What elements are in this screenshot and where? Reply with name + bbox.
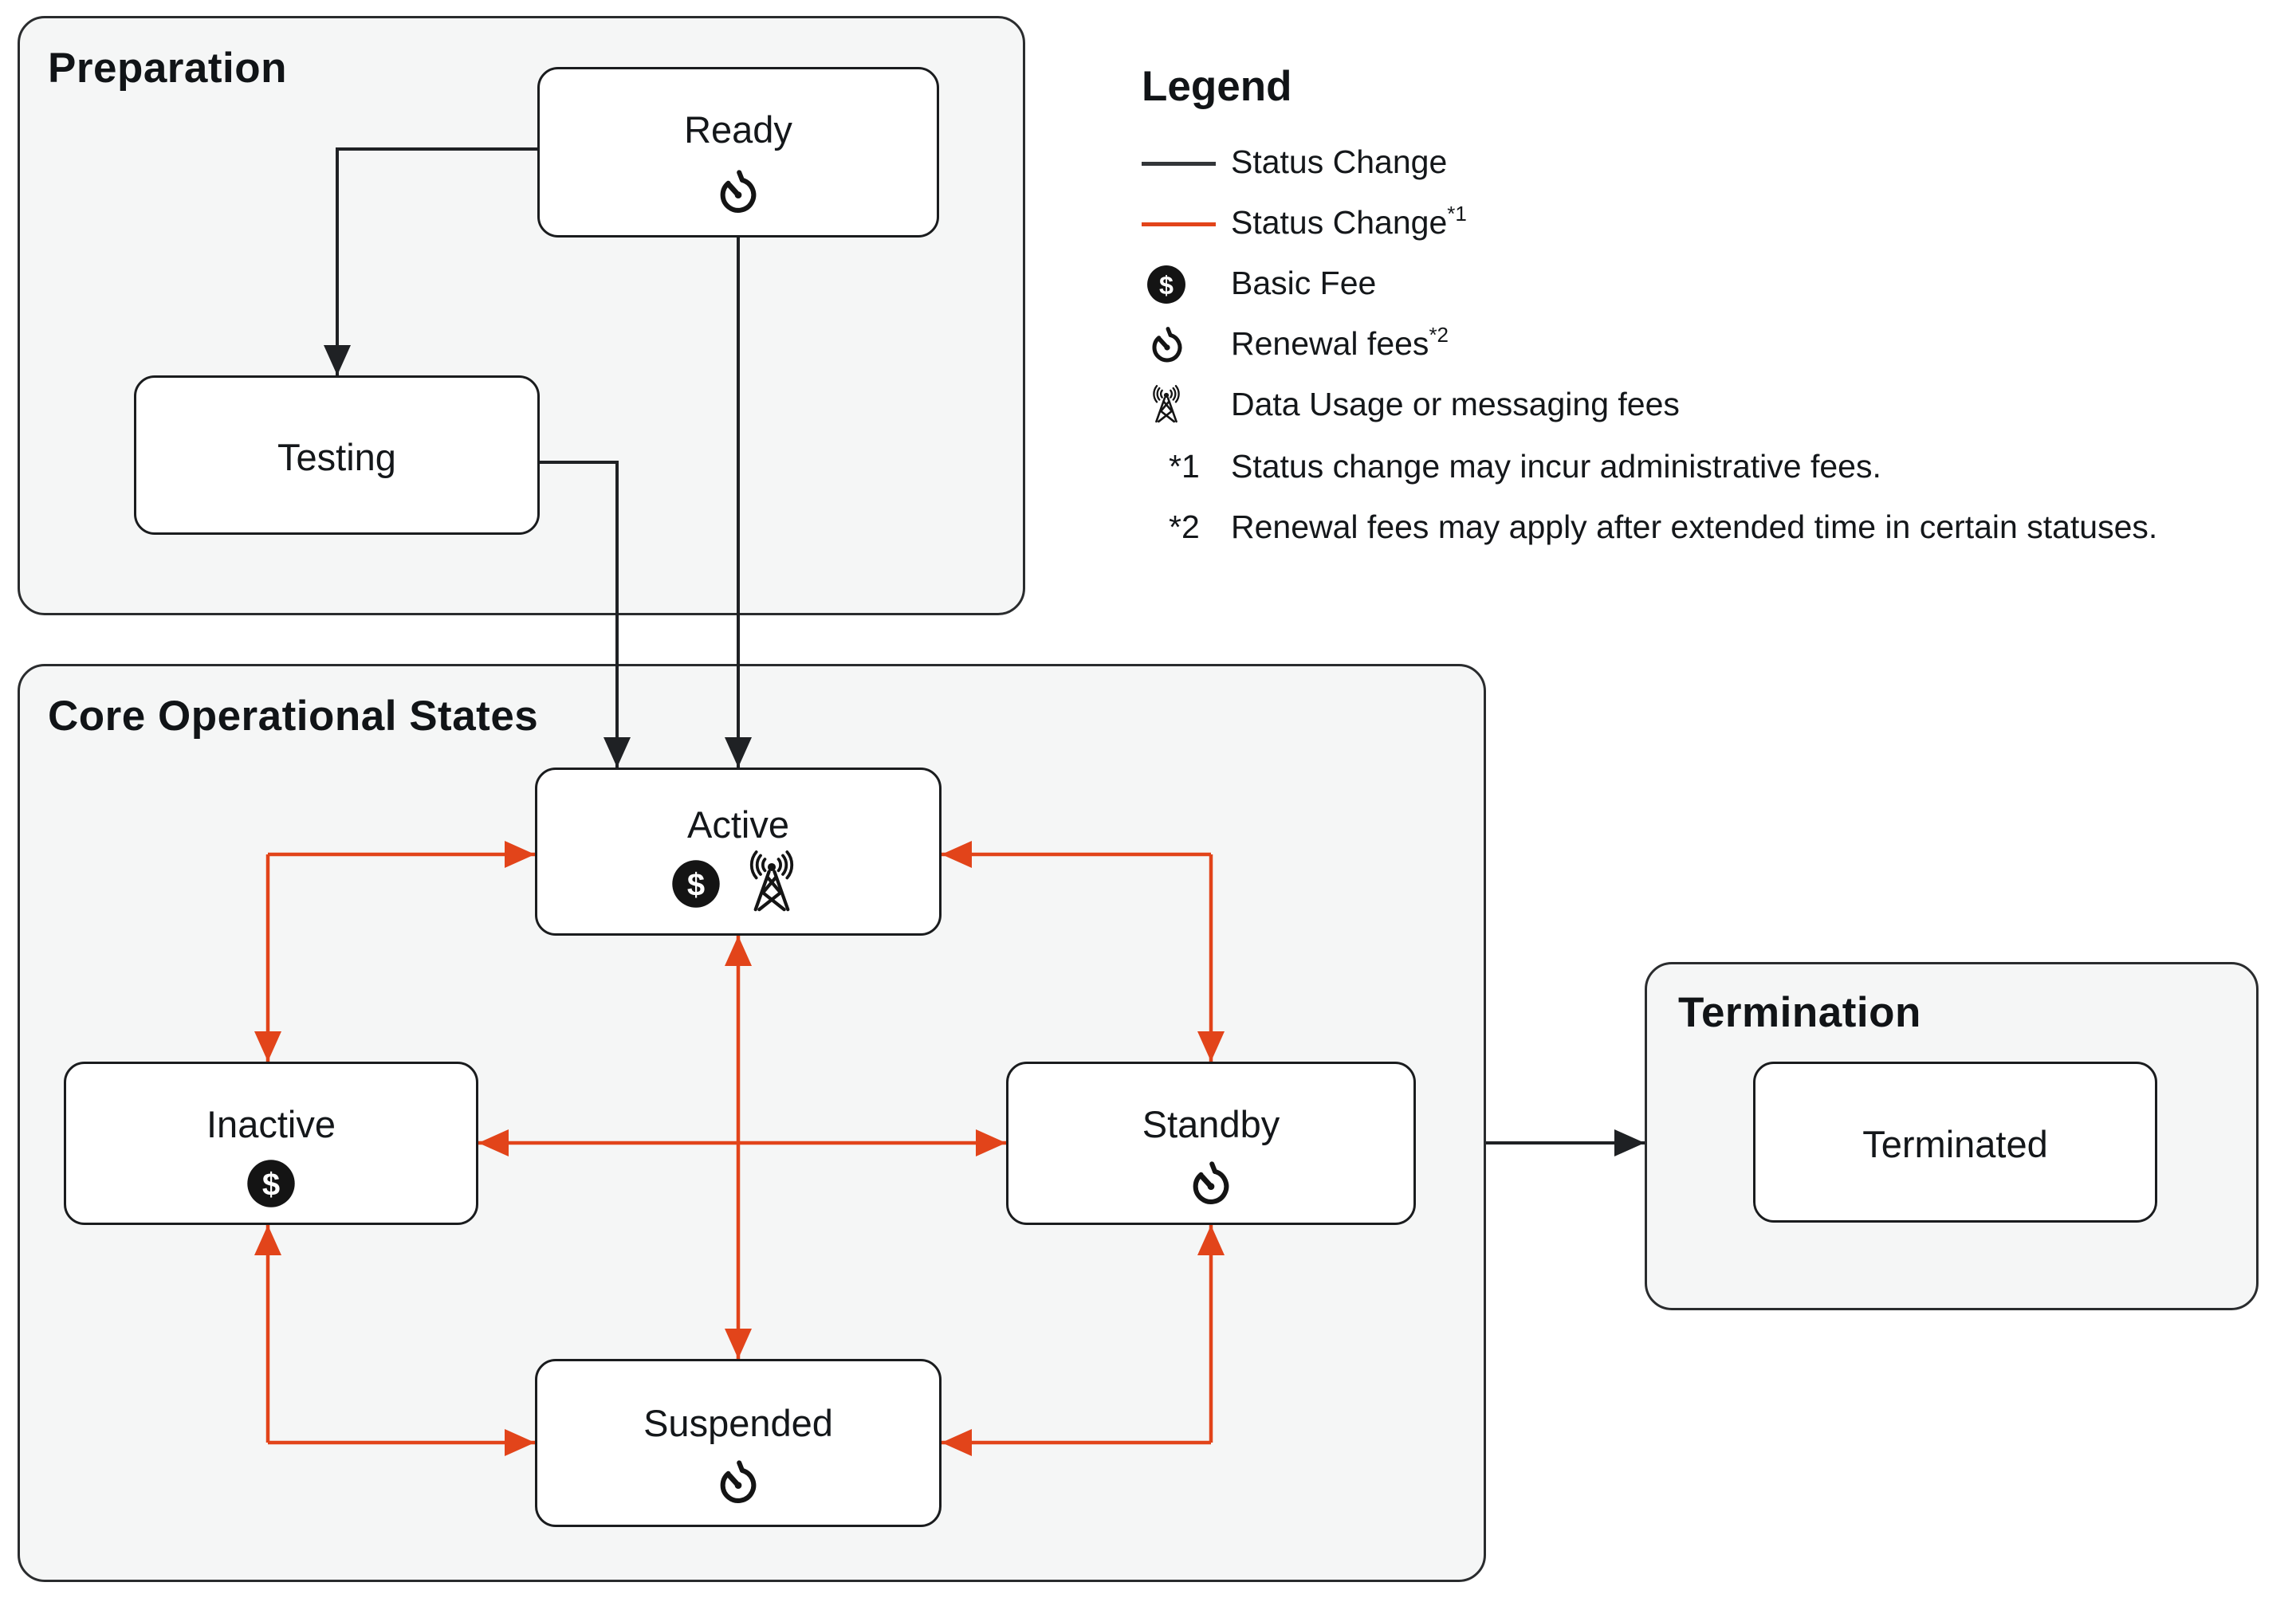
footnote-prefix: *1 xyxy=(1169,447,1200,485)
state-inactive-label: Inactive xyxy=(206,1103,336,1145)
arrow-ready-to-testing xyxy=(324,147,537,375)
footnote-text: Status change may incur administrative f… xyxy=(1231,448,1881,485)
state-suspended: Suspended xyxy=(535,1359,942,1527)
state-ready: Ready xyxy=(537,67,939,238)
black-line-sample xyxy=(1142,161,1216,166)
renewal-fees-icon xyxy=(1148,326,1186,364)
legend-item-label: Status Change xyxy=(1231,203,1448,241)
basic-fee-icon xyxy=(1146,265,1186,304)
state-inactive: Inactive xyxy=(64,1062,478,1225)
legend-footnote-2: *2 Renewal fees may apply after extended… xyxy=(1142,505,2157,549)
legend-title: Legend xyxy=(1142,63,1292,110)
arrow-testing-to-active xyxy=(540,461,631,768)
state-testing-label: Testing xyxy=(277,436,396,478)
state-standby: Standby xyxy=(1006,1062,1416,1225)
basic-fee-icon xyxy=(671,859,721,909)
state-ready-label: Ready xyxy=(684,108,792,151)
state-suspended-label: Suspended xyxy=(643,1402,833,1444)
legend-item-data-usage: Data Usage or messaging fees xyxy=(1142,383,1680,428)
renewal-fees-icon xyxy=(1188,1160,1234,1207)
renewal-fees-icon xyxy=(715,169,761,215)
state-standby-label: Standby xyxy=(1142,1103,1280,1145)
legend-item-label: Data Usage or messaging fees xyxy=(1231,385,1680,422)
state-terminated: Terminated xyxy=(1753,1062,2157,1223)
basic-fee-icon xyxy=(246,1159,296,1208)
data-usage-icon xyxy=(1146,385,1187,426)
legend-item-renewal-fees: Renewal fees*2 xyxy=(1142,323,1449,367)
data-usage-icon xyxy=(738,850,805,917)
state-terminated-label: Terminated xyxy=(1862,1123,2048,1165)
state-active-label: Active xyxy=(687,803,789,846)
footnote-prefix: *2 xyxy=(1169,508,1200,545)
termination-title: Termination xyxy=(1678,989,1921,1036)
legend-item-label: Basic Fee xyxy=(1231,264,1377,301)
legend-item-status-change-fee: Status Change*1 xyxy=(1142,202,1467,246)
legend-item-label: Renewal fees xyxy=(1231,324,1429,362)
core-states-title: Core Operational States xyxy=(48,693,539,740)
legend-item-label: Status Change xyxy=(1231,143,1448,180)
state-active: Active xyxy=(535,768,942,936)
state-testing: Testing xyxy=(134,375,540,535)
legend-item-status-change: Status Change xyxy=(1142,141,1447,186)
legend-item-basic-fee: Basic Fee xyxy=(1142,262,1376,307)
renewal-fees-icon xyxy=(715,1459,761,1506)
footnote-text: Renewal fees may apply after extended ti… xyxy=(1231,508,2158,545)
legend-footnote-1: *1 Status change may incur administrativ… xyxy=(1142,444,1881,489)
red-line-sample xyxy=(1142,222,1216,226)
preparation-title: Preparation xyxy=(48,45,288,92)
